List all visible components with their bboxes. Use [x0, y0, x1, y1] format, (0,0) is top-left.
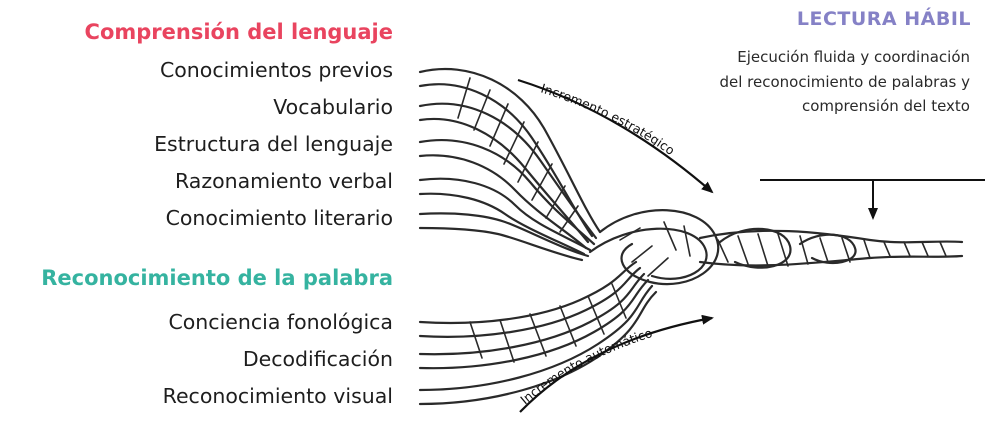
- comprension-heading: Comprensión del lenguaje: [84, 20, 393, 44]
- reconocimiento-list: Conciencia fonológica Decodificación Rec…: [163, 304, 393, 415]
- strand-upper-4: [418, 177, 592, 252]
- comprension-item: Conocimientos previos: [159, 58, 393, 82]
- strand-lower-3: [418, 284, 654, 392]
- comprension-list: Conocimientos previos Vocabulario Estruc…: [154, 52, 393, 237]
- reconocimiento-heading: Reconocimiento de la palabra: [41, 266, 393, 290]
- strand-lower-2b: [418, 278, 650, 370]
- arrow-lectura-habil: [760, 179, 985, 218]
- strand-upper-1: [418, 67, 602, 234]
- strand-lower-1: [418, 260, 638, 325]
- strand-upper-2: [418, 102, 598, 240]
- merged-rope: [588, 209, 964, 286]
- rope-loop-1b: [588, 227, 708, 280]
- strand-lower-1b: [418, 266, 642, 338]
- strand-lower-2: [418, 272, 646, 356]
- reconocimiento-item: Conciencia fonológica: [168, 310, 393, 334]
- comprension-item: Estructura del lenguaje: [154, 132, 393, 156]
- strand-upper-5b: [418, 226, 584, 262]
- rope-loop-2: [718, 227, 792, 269]
- strand-upper-4b: [418, 192, 586, 256]
- strand-upper-5: [418, 212, 590, 258]
- rope-body-top: [698, 229, 964, 244]
- comprension-item: Vocabulario: [273, 95, 393, 119]
- lectura-habil-description: Ejecución fluida y coordinación del reco…: [719, 48, 970, 115]
- comprension-item: Conocimiento literario: [165, 206, 393, 230]
- lectura-habil-title: LECTURA HÁBIL: [796, 8, 971, 30]
- arrow-estrategico: [517, 78, 714, 194]
- label-estrategico: Incremento estratégico: [539, 81, 678, 158]
- strand-upper-3: [418, 139, 596, 246]
- arrow-automatico: [519, 314, 714, 413]
- comprension-strands: [418, 67, 602, 262]
- strand-lower-3b: [418, 290, 658, 406]
- rope-loop-3: [798, 233, 857, 265]
- strand-upper-3b: [418, 154, 588, 250]
- reconocimiento-item: Decodificación: [242, 347, 393, 371]
- reconocimiento-item: Reconocimiento visual: [162, 384, 393, 408]
- comprension-item: Razonamiento verbal: [174, 169, 393, 193]
- reconocimiento-strands: [418, 260, 658, 406]
- rope-loop-1: [598, 209, 720, 286]
